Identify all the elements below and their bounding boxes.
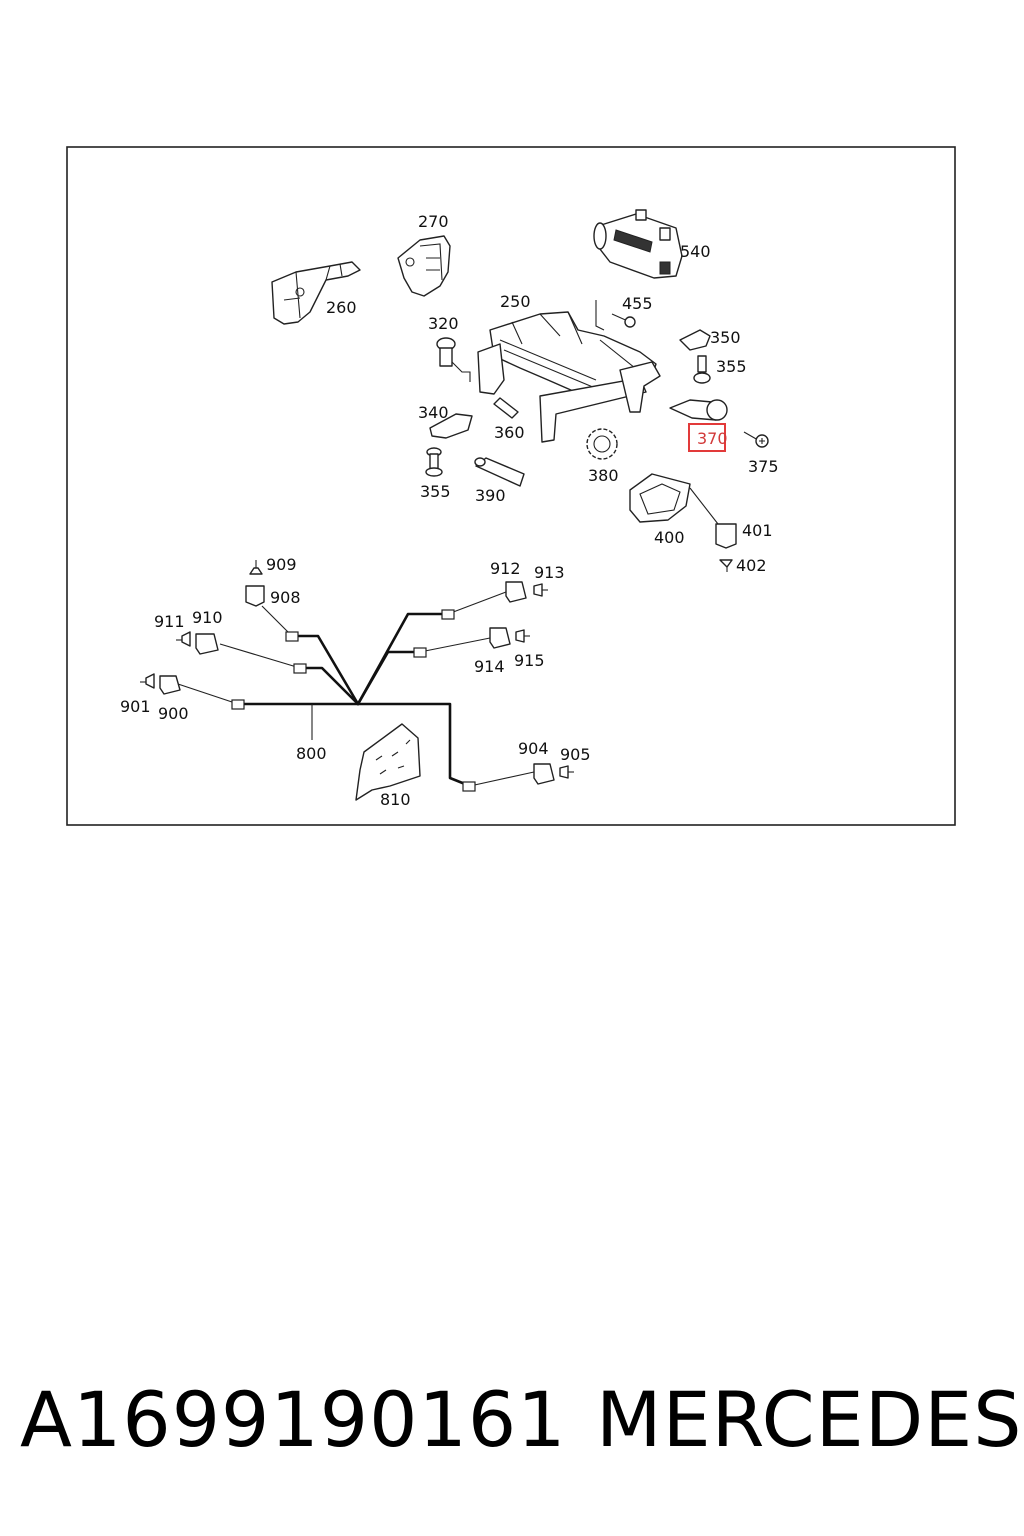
part-455-screw[interactable] [611, 313, 636, 328]
connector-909[interactable] [249, 560, 263, 575]
part-350-clip[interactable] [679, 329, 711, 351]
label-900: 900 [158, 704, 189, 723]
part-355-bolt-upper[interactable] [693, 355, 711, 384]
label-910: 910 [192, 608, 223, 627]
part-810-bracket[interactable] [355, 723, 421, 801]
part-402-knob[interactable] [719, 559, 733, 572]
connector-905[interactable] [559, 765, 574, 779]
part-375-screw[interactable] [743, 431, 769, 448]
label-355-lower: 355 [420, 482, 451, 501]
label-912: 912 [490, 559, 521, 578]
label-904: 904 [518, 739, 549, 758]
label-370: 370 [697, 429, 728, 448]
label-913: 913 [534, 563, 565, 582]
part-400-switch-housing[interactable] [629, 473, 719, 525]
diagram-frame [66, 146, 956, 826]
connector-914[interactable] [489, 627, 511, 649]
part-270-bracket[interactable] [397, 235, 451, 297]
label-401: 401 [742, 521, 773, 540]
part-340-clip[interactable] [429, 413, 473, 439]
label-340: 340 [418, 403, 449, 422]
part-260-bracket[interactable] [271, 261, 361, 325]
label-390: 390 [475, 486, 506, 505]
part-390-tube[interactable] [474, 457, 525, 487]
label-455: 455 [622, 294, 653, 313]
label-260: 260 [326, 298, 357, 317]
label-905: 905 [560, 745, 591, 764]
label-540: 540 [680, 242, 711, 261]
part-250-seat-frame[interactable] [477, 300, 661, 443]
connector-904[interactable] [533, 763, 555, 785]
caption: A1699190161 MERCEDES [0, 1370, 1024, 1480]
label-320: 320 [428, 314, 459, 333]
label-914: 914 [474, 657, 505, 676]
label-350: 350 [710, 328, 741, 347]
label-355-upper: 355 [716, 357, 747, 376]
connector-912[interactable] [505, 581, 527, 603]
part-401-cap[interactable] [715, 523, 737, 549]
label-901: 901 [120, 697, 151, 716]
label-800: 800 [296, 744, 327, 763]
connector-901[interactable] [140, 673, 155, 689]
part-355-bolt-lower[interactable] [425, 447, 443, 477]
label-375: 375 [748, 457, 779, 476]
label-915: 915 [514, 651, 545, 670]
label-908: 908 [270, 588, 301, 607]
connector-908[interactable] [245, 585, 265, 607]
label-402: 402 [736, 556, 767, 575]
connector-910[interactable] [195, 633, 219, 655]
part-360-pin[interactable] [493, 397, 519, 419]
part-370-lever[interactable] [669, 399, 728, 421]
connector-913[interactable] [533, 583, 548, 597]
connector-900[interactable] [159, 675, 181, 695]
label-909: 909 [266, 555, 297, 574]
part-540-motor[interactable] [593, 209, 683, 279]
label-810: 810 [380, 790, 411, 809]
connector-911[interactable] [176, 631, 191, 647]
label-400: 400 [654, 528, 685, 547]
label-360: 360 [494, 423, 525, 442]
highlight-box-370 [688, 423, 726, 452]
brand-caption: MERCEDES [596, 1375, 1023, 1464]
parts-diagram: 270 260 540 250 455 320 350 355 340 360 … [66, 146, 956, 826]
label-380: 380 [588, 466, 619, 485]
part-320-bolt[interactable] [436, 337, 471, 382]
label-270: 270 [418, 212, 449, 231]
connector-915[interactable] [515, 629, 530, 643]
part-number-caption: A1699190161 [20, 1375, 567, 1464]
wiring-harness-800[interactable] [177, 591, 535, 792]
label-250: 250 [500, 292, 531, 311]
part-380-gear[interactable] [586, 428, 618, 460]
label-911: 911 [154, 612, 185, 631]
